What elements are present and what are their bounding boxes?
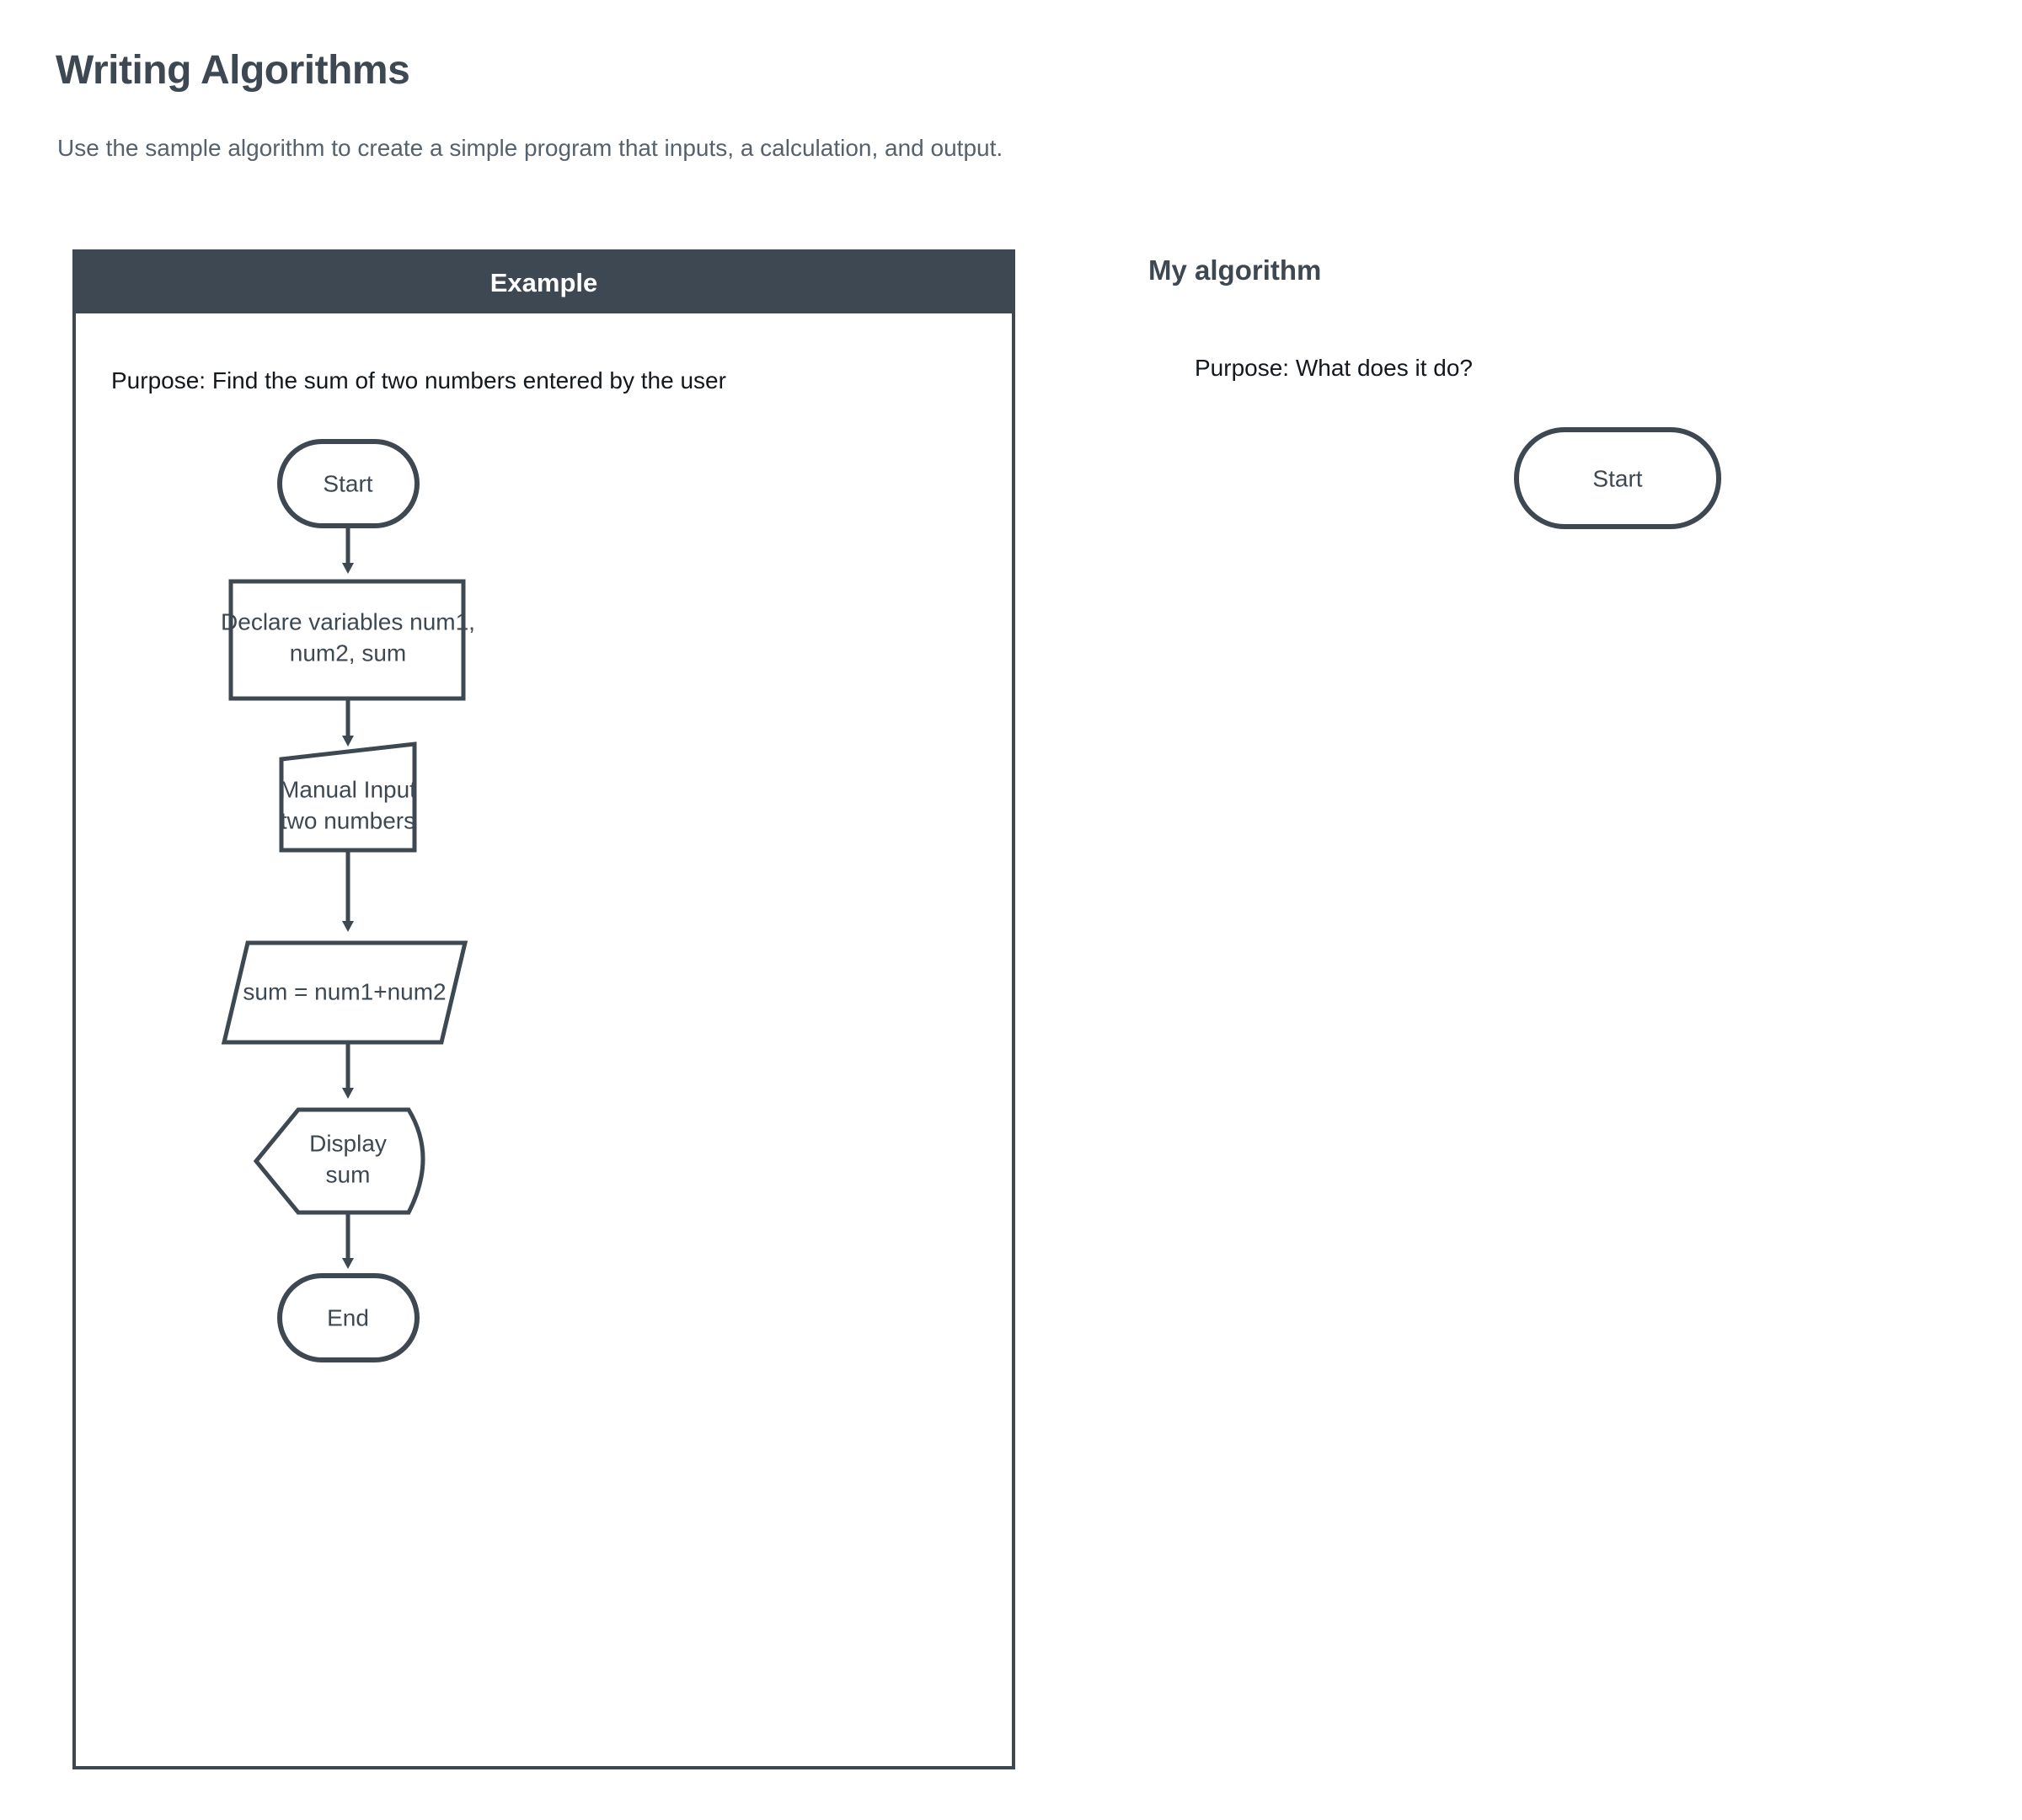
flow-node-display[interactable]: Display sum (253, 1107, 425, 1215)
flow-node-declare-label-line1: Declare variables num1, (221, 608, 475, 634)
flow-node-end[interactable]: End (277, 1273, 420, 1362)
flow-node-manual-input[interactable]: Manual Input two numbers (279, 741, 417, 853)
flow-node-declare-label-line2: num2, sum (290, 640, 407, 666)
flow-node-calc[interactable]: sum = num1+num2 (221, 940, 468, 1045)
my-algorithm-title: My algorithm (1148, 254, 1322, 286)
page-title: Writing Algorithms (56, 48, 410, 93)
flow-node-display-label-line2: sum (326, 1161, 371, 1187)
flow-node-end-label: End (327, 1304, 369, 1330)
flow-node-declare[interactable]: Declare variables num1, num2, sum (221, 579, 475, 701)
my-algorithm-node-start-label: Start (1592, 465, 1642, 491)
flow-node-start-label: Start (323, 470, 372, 496)
example-panel-header: Example (76, 253, 1012, 313)
example-flowchart: Start Declare variables num1, num2, sum … (221, 439, 475, 1362)
flow-node-manual-input-label-line2: two numbers (281, 807, 415, 833)
flow-node-display-label-line1: Display (309, 1130, 387, 1156)
example-panel: Example Purpose: Find the sum of two num… (72, 249, 1015, 1769)
flow-node-calc-label: sum = num1+num2 (243, 978, 446, 1004)
example-purpose-text: Purpose: Find the sum of two numbers ent… (111, 367, 726, 393)
example-panel-header-label: Example (489, 268, 598, 297)
my-algorithm-node-start[interactable]: Start (1514, 427, 1721, 529)
page-subtitle: Use the sample algorithm to create a sim… (57, 135, 1003, 161)
my-algorithm-flowchart: Start (1514, 427, 1721, 529)
flow-node-start[interactable]: Start (277, 439, 420, 528)
flow-node-manual-input-label-line1: Manual Input (280, 776, 416, 802)
my-algorithm-purpose-text: Purpose: What does it do? (1195, 355, 1473, 381)
